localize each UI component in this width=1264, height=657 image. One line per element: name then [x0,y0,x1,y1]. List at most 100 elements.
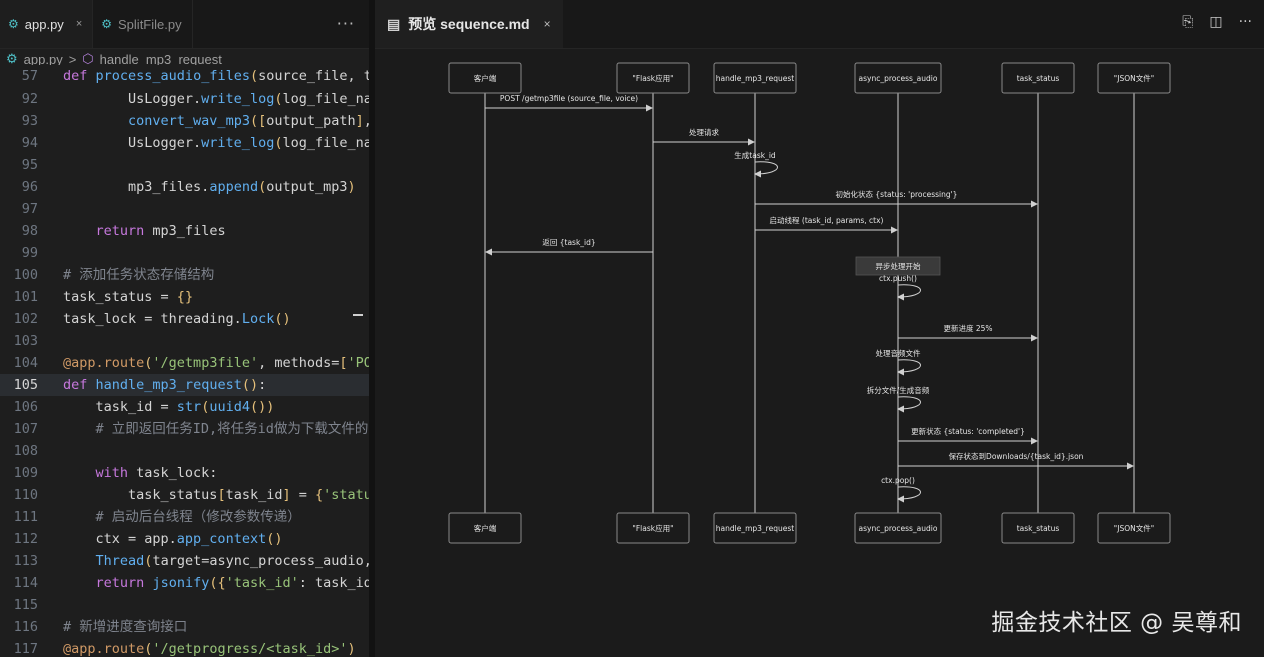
line-code: @app.route('/getprogress/<task_id>') [63,641,356,657]
participant-label: "JSON文件" [1114,73,1154,83]
note-box [855,256,941,276]
code-line[interactable]: 104@app.route('/getmp3file', methods=['P… [0,352,369,374]
watermark: 掘金技术社区 @ 吴尊和 [991,610,1242,636]
code-line[interactable]: 113 Thread(target=async_process_audio, [0,550,369,572]
self-message-arrow [897,486,921,503]
breadcrumb-separator: > [68,51,77,67]
code-line[interactable]: 92 UsLogger.write_log(log_file_nam [0,88,369,110]
participant-label: "Flask应用" [632,523,673,533]
open-source-icon[interactable]: ⎘ [1182,14,1194,30]
tab-app-py[interactable]: ⚙ app.py × [0,0,94,48]
editor-scrollbar[interactable] [352,66,366,657]
line-number: 117 [13,641,38,657]
participant-box [854,62,942,94]
line-code: def process_audio_files(source_file, tp [63,68,369,84]
tab-sequence-md-preview[interactable]: ▤ 预览 sequence.md × [375,0,563,48]
line-number: 102 [13,311,38,327]
code-line[interactable]: 109 with task_lock: [0,462,369,484]
code-line[interactable]: 112 ctx = app.app_context() [0,528,369,550]
line-number: 116 [13,619,38,635]
code-line[interactable]: 98 return mp3_files [0,220,369,242]
participant-box [713,512,797,544]
tab-label: 预览 sequence.md [408,16,530,32]
breadcrumb-file[interactable]: app.py [23,51,63,67]
sequence-diagram: 客户端客户端"Flask应用""Flask应用"handle_mp3_reque… [448,62,1171,544]
participant-label: handle_mp3_request [716,524,794,533]
message-label: POST /getmp3file (source_file, voice) [500,94,638,103]
code-line[interactable]: 106 task_id = str(uuid4()) [0,396,369,418]
preview-actions: ⎘ ◫ ··· [1182,14,1252,30]
code-line[interactable]: 108 [0,440,369,462]
participant-box [1001,512,1075,544]
editor-group-divider[interactable] [369,0,375,657]
message-label: 处理音频文件 [876,348,921,358]
code-line[interactable]: 114 return jsonify({'task_id': task_id} [0,572,369,594]
tab-label: app.py [24,16,64,32]
note-label: 异步处理开始 [876,261,921,271]
message-label: 初始化状态 {status: 'processing'} [836,189,958,199]
participant-box [713,62,797,94]
line-number: 101 [13,289,38,305]
python-icon: ⚙ [6,51,18,66]
code-line[interactable]: 103 [0,330,369,352]
code-line[interactable]: 94 UsLogger.write_log(log_file_nam [0,132,369,154]
participant-box [448,512,522,544]
message-label: 更新状态 {status: 'completed'} [911,426,1025,436]
message-label: 拆分文件/生成音频 [867,385,930,395]
line-number: 113 [13,553,38,569]
code-line[interactable]: 117 @app.route('/getprogress/<task_id>') [0,638,369,657]
breadcrumb-symbol[interactable]: handle_mp3_request [99,51,222,67]
split-editor-icon[interactable]: ◫ [1209,14,1223,30]
self-message-arrow [897,284,921,301]
line-number: 94 [21,135,38,151]
line-number: 112 [13,531,38,547]
line-number: 110 [13,487,38,503]
code-line[interactable]: 111 # 启动后台线程（修改参数传递） [0,506,369,528]
self-message-arrow [754,161,778,178]
line-number: 115 [13,597,38,613]
line-number: 96 [21,179,38,195]
code-line[interactable]: 116# 新增进度查询接口 [0,616,369,638]
participant-label: 客户端 [474,73,497,83]
participant-box [854,512,942,544]
code-line[interactable]: 110 task_status[task_id] = {'status [0,484,369,506]
line-number: 93 [21,113,38,129]
line-code: # 添加任务状态存储结构 [63,267,215,283]
close-icon[interactable]: × [75,18,83,30]
line-number: 114 [13,575,38,591]
line-number: 106 [13,399,38,415]
line-code: return mp3_files [95,223,226,239]
code-line[interactable]: 97 [0,198,369,220]
code-line[interactable]: 96 mp3_files.append(output_mp3) [0,176,369,198]
function-symbol-icon: ⬡ [82,51,94,66]
close-icon[interactable]: × [543,17,551,31]
code-line[interactable]: 115 [0,594,369,616]
self-message-arrow [897,396,921,413]
code-line[interactable]: 93 convert_wav_mp3([output_path], [0,110,369,132]
tab-splitfile-py[interactable]: ⚙ SplitFile.py [93,0,193,48]
participant-label: handle_mp3_request [716,74,794,83]
more-actions-icon[interactable]: ··· [336,14,355,33]
code-line[interactable]: 99 [0,242,369,264]
code-line[interactable]: 107 # 立即返回任务ID,将任务id做为下载文件的关 [0,418,369,440]
participant-box [1097,512,1171,544]
line-code: def handle_mp3_request(): [63,377,267,393]
more-icon[interactable]: ··· [1238,14,1252,30]
breadcrumb: ⚙ app.py > ⬡ handle_mp3_request [0,49,369,69]
line-number: 100 [13,267,38,283]
participant-label: "Flask应用" [632,73,673,83]
line-number: 98 [21,223,38,239]
code-line[interactable]: 100 # 添加任务状态存储结构 [0,264,369,286]
editor-tab-bar: ⚙ app.py × ⚙ SplitFile.py ··· [0,0,369,49]
participant-box [1001,62,1075,94]
message-label: 处理请求 [689,127,719,137]
line-number: 108 [13,443,38,459]
code-line[interactable]: 95 [0,154,369,176]
participant-box [616,512,690,544]
code-editor-group: ⚙ app.py × ⚙ SplitFile.py ··· ⚙ app.py >… [0,0,369,657]
message-label: 启动线程 (task_id, params, ctx) [770,215,884,225]
